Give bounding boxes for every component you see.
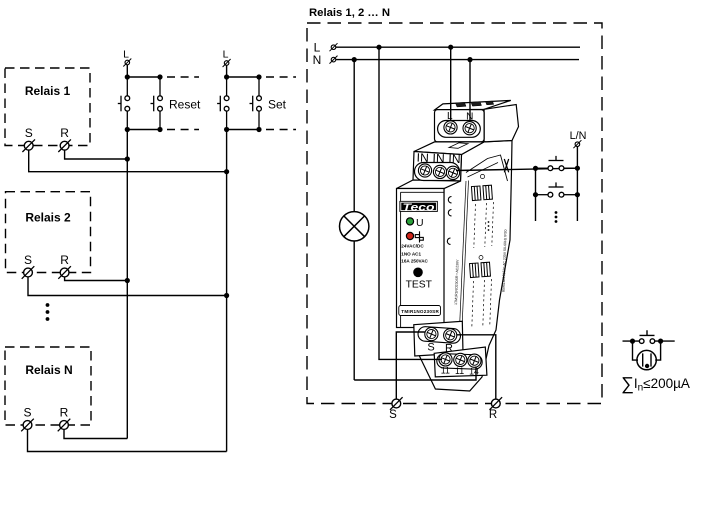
svg-text:Teco: Teco xyxy=(403,202,436,214)
svg-text:1TM1R1NO230SR • AC230V: 1TM1R1NO230SR • AC230V xyxy=(454,259,460,305)
svg-text:Relais 1: Relais 1 xyxy=(25,84,71,98)
svg-text:L: L xyxy=(223,49,229,61)
svg-text:∑In≤200µA: ∑In≤200µA xyxy=(621,374,690,394)
svg-text:Relais N: Relais N xyxy=(25,363,72,377)
svg-text:Reset: Reset xyxy=(169,98,201,112)
svg-text:N: N xyxy=(313,53,322,67)
svg-text:8595188131520 AC 230V 50-60Hz: 8595188131520 AC 230V 50-60Hz IP20 xyxy=(502,229,508,292)
svg-text:L/N: L/N xyxy=(570,130,587,142)
svg-text:S: S xyxy=(24,253,32,267)
svg-text:24VAC/DC: 24VAC/DC xyxy=(401,244,424,249)
svg-text:TMIR1NO230SR: TMIR1NO230SR xyxy=(401,309,439,314)
svg-text:S: S xyxy=(25,126,33,140)
svg-text:R: R xyxy=(489,409,497,421)
svg-text:11: 11 xyxy=(441,366,450,376)
svg-text:Relais 2: Relais 2 xyxy=(25,211,71,225)
svg-text:1NO AC1: 1NO AC1 xyxy=(401,251,421,256)
svg-text:U: U xyxy=(416,217,424,229)
svg-text:16A 250VAC: 16A 250VAC xyxy=(401,259,428,264)
svg-text:S: S xyxy=(23,406,31,420)
svg-text:R: R xyxy=(60,406,69,420)
svg-text:11: 11 xyxy=(455,366,464,376)
svg-text:14: 14 xyxy=(469,367,479,377)
svg-text:Relais 1, 2 … N: Relais 1, 2 … N xyxy=(309,7,390,19)
svg-text:Set: Set xyxy=(268,98,287,112)
svg-text:TEST: TEST xyxy=(406,279,433,290)
svg-text:S: S xyxy=(427,342,434,354)
svg-text:R: R xyxy=(445,342,453,354)
svg-text:L: L xyxy=(314,41,321,55)
svg-text:R: R xyxy=(60,126,69,140)
svg-text:L: L xyxy=(123,49,129,61)
svg-text:R: R xyxy=(60,253,69,267)
svg-text:S: S xyxy=(389,409,397,421)
